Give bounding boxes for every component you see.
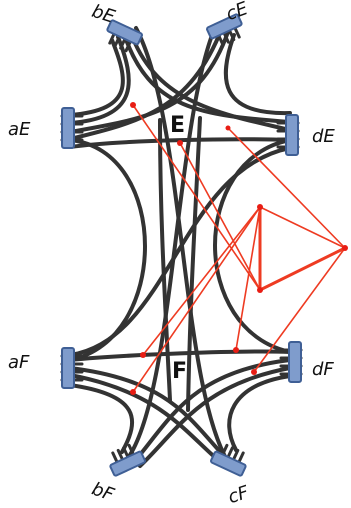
wire-bundles — [68, 23, 292, 468]
point-8 — [233, 347, 239, 353]
red-line-4 — [142, 206, 261, 356]
wire-dF-bF-2 — [138, 366, 292, 468]
label-E: E — [170, 113, 185, 138]
point-4 — [257, 204, 263, 210]
wire-bE-dE-2 — [128, 29, 292, 132]
red-line-1 — [132, 104, 261, 291]
connector-aE[interactable] — [60, 107, 84, 149]
point-10 — [251, 369, 257, 375]
wire-cE-bF — [126, 23, 218, 460]
label-aE: aE — [8, 119, 31, 140]
point-9 — [130, 389, 136, 395]
red-line-6 — [235, 206, 261, 351]
connector-bF[interactable] — [106, 442, 146, 477]
wire-bE-dE-1 — [122, 32, 292, 124]
wire-dE-dF-outer — [213, 138, 292, 354]
wire-aE-F-long-1 — [158, 118, 172, 402]
point-1 — [130, 102, 136, 108]
wire-dF-cF-short — [227, 374, 292, 452]
wire-dF-bF — [132, 358, 292, 464]
wire-cE-aE-2 — [68, 26, 224, 141]
red-line-2 — [179, 142, 261, 291]
point-2 — [177, 140, 183, 146]
point-6 — [342, 245, 348, 251]
label-cF: cF — [225, 482, 251, 508]
label-bF: bF — [89, 478, 117, 505]
wire-bE-aE-2 — [68, 35, 131, 125]
point-7 — [140, 352, 146, 358]
wire-aF-bF-short — [68, 383, 135, 454]
red-line-7 — [253, 247, 346, 373]
wire-cE-dE-1 — [223, 33, 292, 116]
label-dE: dE — [312, 126, 335, 147]
connector-cE[interactable] — [206, 13, 246, 48]
connector-cF[interactable] — [210, 442, 250, 477]
red-points — [130, 102, 348, 395]
wire-aF-cF — [68, 366, 226, 458]
label-aF: aF — [8, 352, 30, 373]
red-line-5 — [132, 206, 261, 393]
connector-dF[interactable] — [279, 341, 303, 383]
point-5 — [257, 287, 263, 293]
connector-aF[interactable] — [60, 347, 84, 389]
wire-bE-cF — [134, 26, 230, 464]
red-line-8 — [259, 206, 346, 249]
wire-aE-F-long-2 — [186, 116, 202, 412]
wire-cE-aE — [68, 30, 230, 134]
red-lines — [132, 104, 346, 393]
label-dF: dF — [312, 359, 334, 380]
connector-bE[interactable] — [103, 19, 143, 54]
wire-bE-aE-1 — [68, 38, 125, 117]
label-F: F — [172, 359, 187, 384]
red-line-10 — [259, 246, 346, 292]
connector-dE[interactable] — [276, 114, 300, 156]
red-line-3 — [227, 127, 346, 249]
wire-aE-aF-outer — [68, 138, 147, 362]
wire-aF-cF-2 — [68, 373, 220, 462]
wire-aF-dE-cross — [68, 146, 292, 357]
point-3 — [225, 125, 231, 131]
